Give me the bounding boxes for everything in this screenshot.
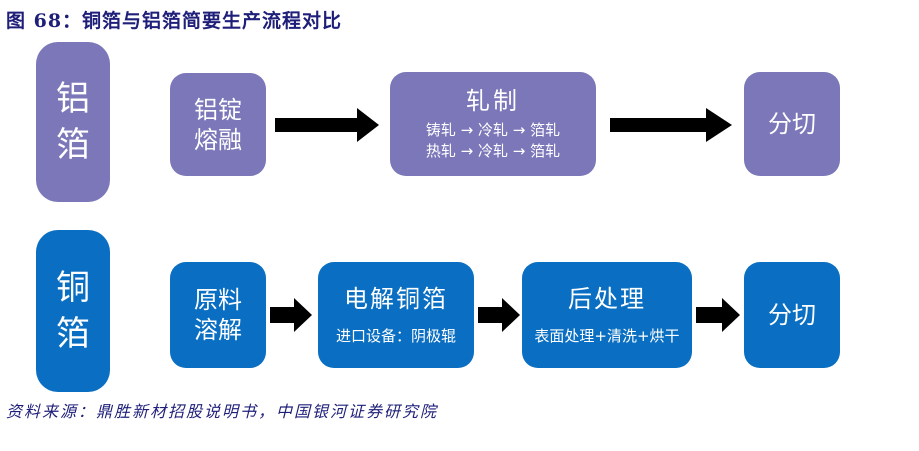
arrow-right-icon [478, 298, 520, 332]
arrow-right-icon [696, 298, 740, 332]
copper-foil-label-text: 铜箔 [56, 268, 90, 354]
step-post-treatment: 后处理 表面处理+清洗+烘干 [522, 262, 692, 368]
step-electrolytic-copper-foil: 电解铜箔 进口设备：阴极辊 [318, 262, 474, 368]
step-line: 分切 [768, 301, 816, 329]
step-line: 溶解 [194, 316, 242, 344]
step-line: 原料 [194, 286, 242, 314]
step-line: 铝锭 [194, 95, 242, 124]
arrow-right-icon [610, 108, 732, 142]
step-line: 分切 [768, 110, 816, 138]
step-heading: 轧制 [466, 87, 520, 115]
step-slitting: 分切 [744, 72, 840, 176]
step-detail: 热轧 → 冷轧 → 箔轧 [425, 142, 561, 160]
step-aluminum-ingot-melting: 铝锭 熔融 [170, 73, 266, 176]
step-detail: 表面处理+清洗+烘干 [534, 326, 680, 345]
source-note: 资料来源：鼎胜新材招股说明书，中国银河证券研究院 [6, 402, 439, 421]
step-raw-material-dissolution: 原料 溶解 [170, 262, 266, 368]
arrow-right-icon [275, 108, 379, 142]
aluminum-foil-label: 铝箔 [36, 42, 110, 202]
figure-title: 图 68：铜箔与铝箔简要生产流程对比 [6, 10, 343, 32]
aluminum-foil-label-text: 铝箔 [56, 79, 90, 165]
step-detail: 进口设备：阴极辊 [335, 326, 456, 345]
step-heading: 电解铜箔 [344, 284, 448, 313]
step-slitting: 分切 [744, 262, 840, 368]
arrow-right-icon [270, 298, 312, 332]
step-line: 熔融 [194, 125, 242, 154]
step-heading: 后处理 [568, 284, 646, 313]
step-detail: 铸轧 → 冷轧 → 箔轧 [425, 121, 561, 139]
step-rolling: 轧制 铸轧 → 冷轧 → 箔轧 热轧 → 冷轧 → 箔轧 [390, 72, 596, 176]
copper-foil-label: 铜箔 [36, 230, 110, 392]
